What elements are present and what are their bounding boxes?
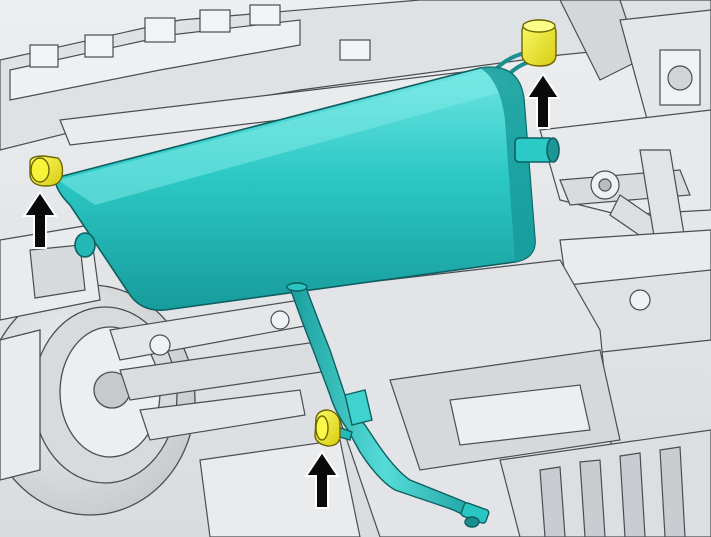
left-rear-tire xyxy=(0,284,196,516)
exhaust-pipe xyxy=(286,282,490,528)
arrow-icon-top-right xyxy=(525,72,561,129)
rubber-mount-top-right xyxy=(521,19,557,67)
rear-muffler xyxy=(54,66,560,311)
arrow-icon-left xyxy=(22,190,58,249)
arrow-icon-lower xyxy=(304,450,340,509)
rubber-mount-lower xyxy=(314,409,341,447)
rubber-mount-left xyxy=(29,155,64,187)
